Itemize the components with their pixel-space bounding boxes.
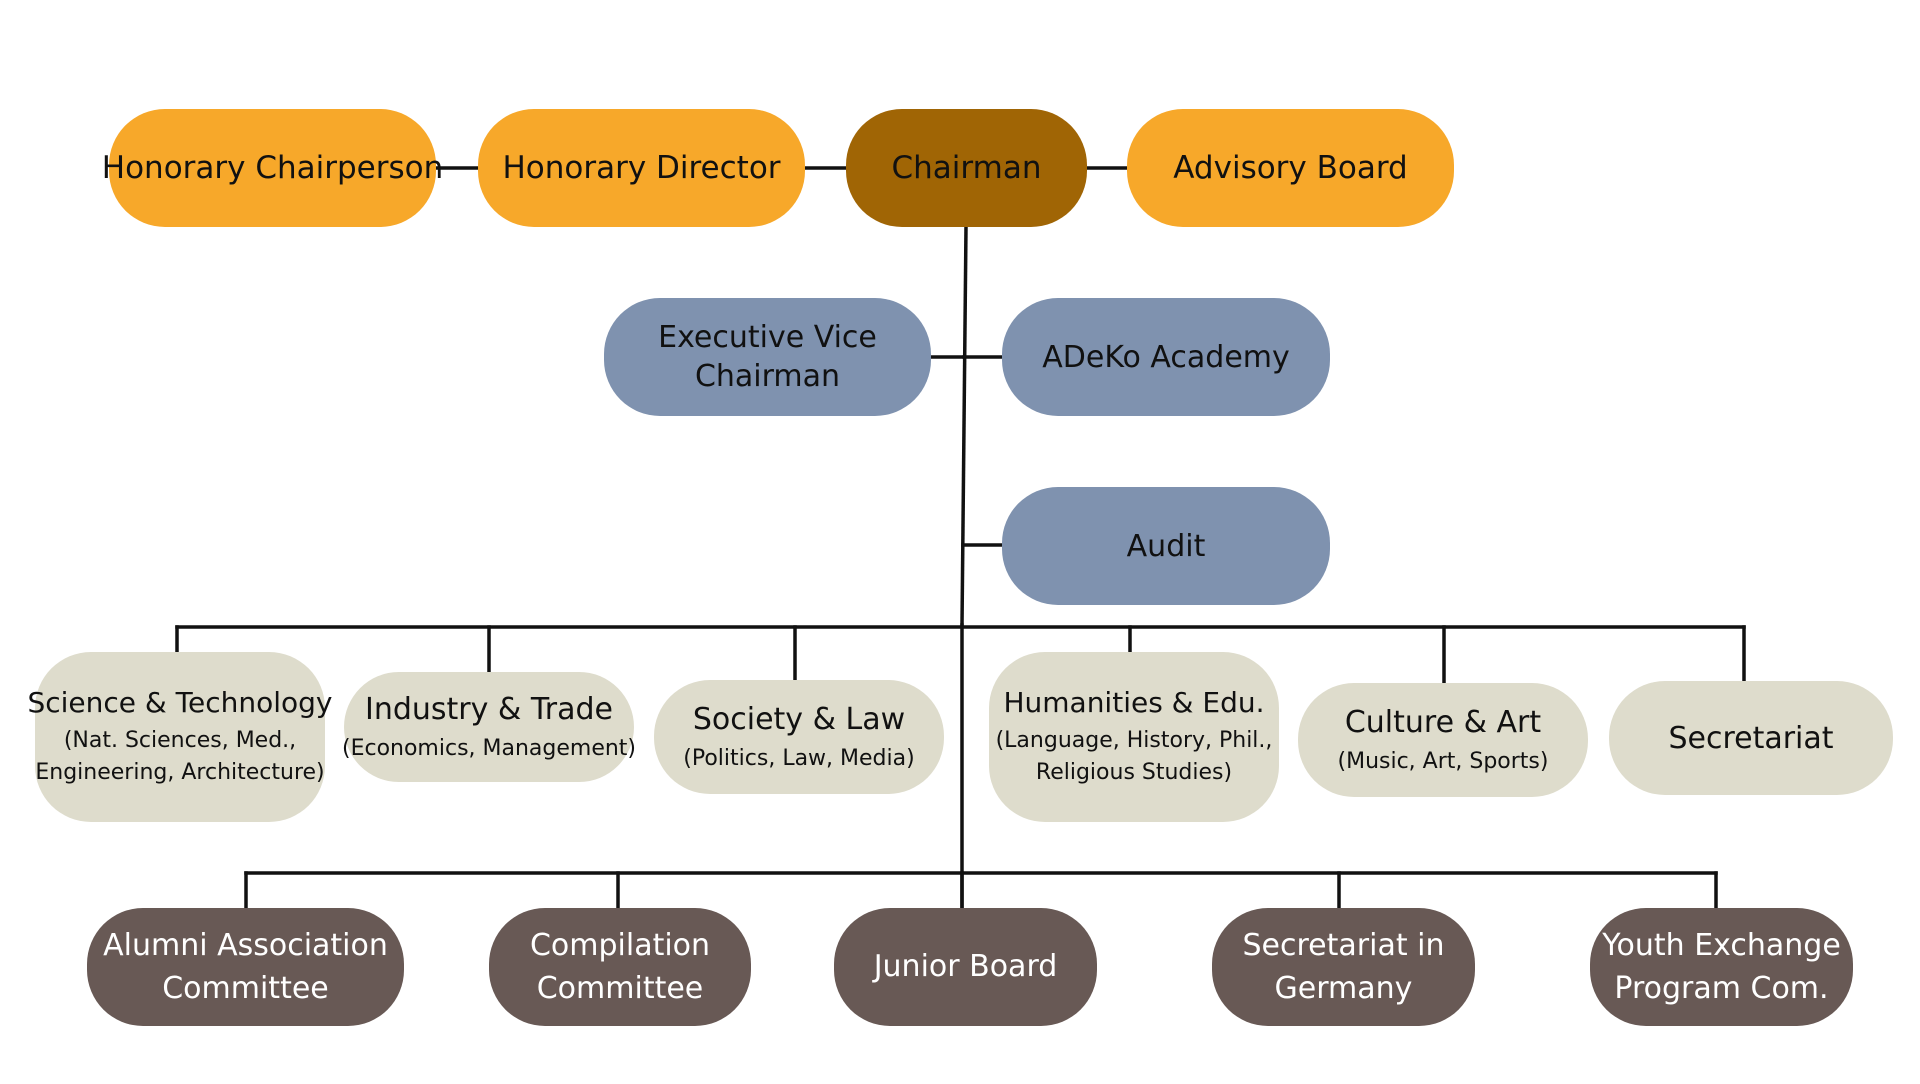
node-label: Chairman	[891, 149, 1042, 186]
node-label: Junior Board	[873, 949, 1058, 985]
department-detail: (Music, Art, Sports)	[1337, 748, 1549, 774]
node-junior-board: Junior Board	[834, 908, 1097, 1026]
department-name: Culture & Art	[1344, 704, 1542, 740]
department-detail: (Economics, Management)	[341, 735, 637, 761]
node-secretariat: Secretariat	[1609, 681, 1893, 795]
node-honorary-director: Honorary Director	[478, 109, 805, 227]
department-name: Science & Technology	[27, 685, 333, 719]
node-society-law: Society & Law (Politics, Law, Media)	[654, 680, 944, 794]
department-name: Secretariat	[1668, 720, 1834, 756]
node-honorary-chairperson: Honorary Chairperson	[102, 109, 443, 227]
node-label: Honorary Director	[502, 149, 781, 186]
node-label: Honorary Chairperson	[101, 149, 444, 186]
node-label: ADeKo Academy	[1042, 339, 1290, 375]
node-audit: Audit	[1002, 487, 1330, 605]
node-label: Audit	[1126, 528, 1206, 564]
node-advisory-board: Advisory Board	[1127, 109, 1454, 227]
node-adeko-academy: ADeKo Academy	[1002, 298, 1330, 416]
department-name: Society & Law	[692, 701, 906, 737]
node-culture-art: Culture & Art (Music, Art, Sports)	[1298, 683, 1588, 797]
node-science-technology: Science & Technology (Nat. Sciences, Med…	[27, 652, 333, 822]
department-name: Industry & Trade	[365, 691, 613, 727]
node-humanities-education: Humanities & Edu. (Language, History, Ph…	[989, 652, 1279, 822]
connector-spine-upper	[960, 225, 968, 627]
department-detail: (Politics, Law, Media)	[683, 745, 915, 771]
node-chairman: Chairman	[846, 109, 1087, 227]
department-detail: (Language, History, Phil.,Religious Stud…	[995, 728, 1273, 786]
department-detail: (Nat. Sciences, Med.,Engineering, Archit…	[35, 728, 325, 786]
department-name: Humanities & Edu.	[1003, 685, 1265, 719]
node-industry-trade: Industry & Trade (Economics, Management)	[341, 672, 637, 782]
node-label: Advisory Board	[1173, 149, 1408, 186]
